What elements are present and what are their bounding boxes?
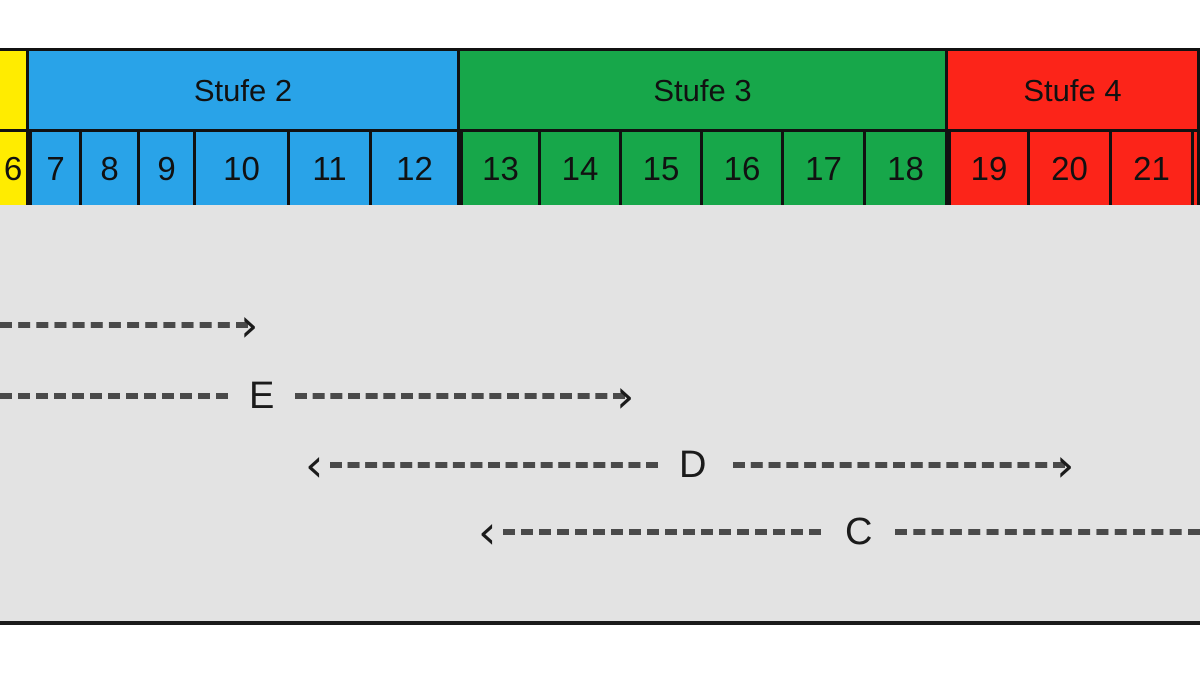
stage-band: Stufe 3 [460,51,948,129]
relation-label: C [845,511,873,553]
period-cell[interactable]: 11 [290,129,372,205]
dashed-line-segment [733,462,1065,468]
period-cell[interactable]: 6 [0,129,29,205]
relation-arrow-row: ›E [0,368,1200,424]
period-cell[interactable]: 17 [784,129,866,205]
relation-label: D [679,444,707,486]
dashed-line-segment [295,393,625,399]
stage-band: Stufe 2 [29,51,460,129]
relation-arrow-row: ‹C [0,504,1200,560]
period-cell[interactable]: 13 [460,129,541,205]
period-cell[interactable]: 15 [622,129,703,205]
dashed-line-segment [0,322,248,328]
period-cell[interactable]: 16 [703,129,784,205]
arrowhead-right-icon: › [1056,438,1075,492]
arrowhead-left-icon: ‹ [478,505,497,559]
period-cell[interactable]: 20 [1030,129,1112,205]
period-cell[interactable]: 7 [29,129,82,205]
arrowhead-right-icon: › [616,369,635,423]
stage-label: Stufe 3 [653,72,752,108]
stage-label: Stufe 2 [193,72,293,108]
relation-arrow-row: › [0,297,1200,353]
period-cell[interactable]: 18 [866,129,948,205]
dashed-line-segment [895,529,1200,535]
stage-band: Stufe 4 [948,51,1200,129]
relation-label: E [249,375,275,417]
period-cell[interactable]: 14 [541,129,622,205]
period-cell[interactable]: 19 [948,129,1030,205]
relations-body: ››E‹›D‹C [0,205,1200,625]
dashed-line-segment [0,393,228,399]
period-cell[interactable]: 10 [196,129,290,205]
period-cell[interactable] [1194,129,1200,205]
period-cell[interactable]: 8 [82,129,140,205]
stage-band [0,51,29,129]
arrowhead-left-icon: ‹ [305,438,324,492]
period-cell[interactable]: 21 [1112,129,1194,205]
period-cell[interactable]: 9 [140,129,196,205]
arrowhead-right-icon: › [240,298,259,352]
period-cell[interactable]: 12 [372,129,460,205]
stage-band-row: Stufe 2 Stufe 3 Stufe 4 [0,51,1200,129]
dashed-line-segment [330,462,658,468]
relation-arrow-row: ‹ › D [0,437,1200,493]
dashed-line-segment [503,529,821,535]
stage-label: Stufe 4 [1023,72,1122,108]
